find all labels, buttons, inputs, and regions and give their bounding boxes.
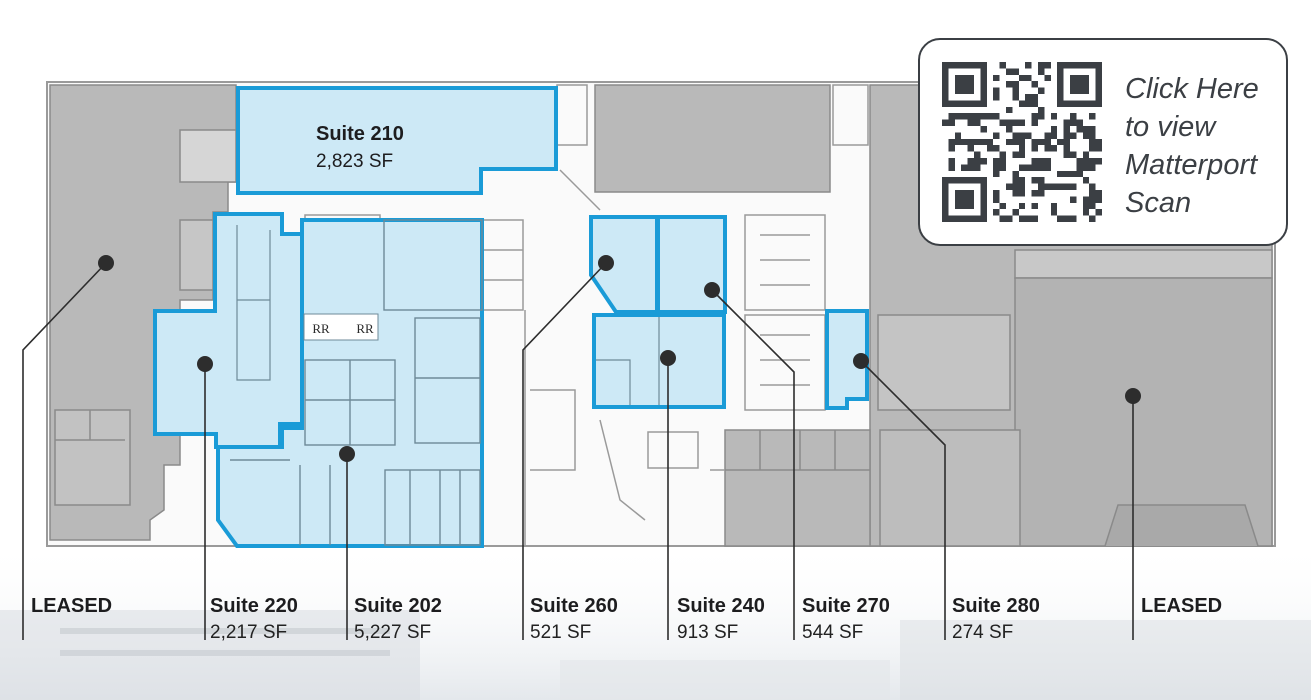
dot-leased-east [1125, 388, 1141, 404]
suite-260-label[interactable]: Suite 260 521 SF [530, 596, 618, 642]
background-building-photo [0, 540, 1311, 700]
suite-220-label[interactable]: Suite 220 2,217 SF [210, 596, 298, 642]
suite-280-label[interactable]: Suite 280 274 SF [952, 596, 1040, 642]
leader-leased-west [22, 262, 107, 640]
dot-suite-260 [598, 255, 614, 271]
suite-240-area: 913 SF [677, 622, 739, 643]
restroom-label-2: RR [356, 321, 374, 336]
marker-dots [98, 255, 1141, 462]
suite-270-shape[interactable] [656, 215, 727, 314]
leased-west-area [49, 84, 237, 541]
dot-suite-270 [704, 282, 720, 298]
qr-text-line-3: Matterport [1125, 149, 1258, 181]
leased-west-name: LEASED [31, 595, 113, 617]
leader-lines [22, 262, 1134, 640]
leased-east-label[interactable]: LEASED [1141, 596, 1222, 616]
qr-text-line-2: to view [1125, 111, 1216, 143]
dot-suite-202 [339, 446, 355, 462]
suite-220-area: 2,217 SF [210, 622, 288, 643]
suite-220-name: Suite 220 [210, 595, 298, 617]
suite-210-label[interactable]: Suite 210 2,823 SF [316, 123, 404, 173]
suite-240-walls [596, 317, 660, 405]
suite-280-name: Suite 280 [952, 595, 1040, 617]
suite-202-name: Suite 202 [354, 595, 442, 617]
restroom-label-1: RR [312, 321, 330, 336]
suite-202-walls [230, 219, 483, 546]
suite-210-area: 2,823 SF [316, 151, 394, 172]
suite-270-name: Suite 270 [802, 595, 890, 617]
dot-suite-240 [660, 350, 676, 366]
leased-east-name: LEASED [1141, 595, 1223, 617]
suite-210-shape[interactable] [236, 86, 558, 195]
suite-210-name: Suite 210 [316, 123, 404, 145]
suite-280-shape[interactable] [825, 309, 869, 410]
suite-202-label[interactable]: Suite 202 5,227 SF [354, 596, 442, 642]
qr-code-icon[interactable] [942, 62, 1102, 222]
matterport-link-text[interactable]: Click Here to view Matterport Scan [1125, 70, 1259, 222]
suite-220-walls [236, 225, 271, 381]
suite-240-label[interactable]: Suite 240 913 SF [677, 596, 765, 642]
suite-240-name: Suite 240 [677, 595, 765, 617]
suite-270-area: 544 SF [802, 622, 864, 643]
suite-280-area: 274 SF [952, 622, 1014, 643]
suite-260-shape[interactable] [589, 215, 659, 314]
qr-text-line-4: Scan [1125, 187, 1192, 219]
dot-leased-west [98, 255, 114, 271]
leader-suite-270 [711, 289, 795, 640]
matterport-qr-card[interactable]: Click Here to view Matterport Scan [918, 38, 1288, 246]
restroom-block [303, 313, 379, 341]
suite-202-area: 5,227 SF [354, 622, 432, 643]
leader-suite-280 [860, 360, 946, 640]
leader-suite-260 [522, 262, 607, 640]
suite-260-name: Suite 260 [530, 595, 618, 617]
qr-text-line-1: Click Here [1125, 73, 1259, 105]
dot-suite-280 [853, 353, 869, 369]
suite-260-area: 521 SF [530, 622, 592, 643]
dot-suite-220 [197, 356, 213, 372]
leased-west-label[interactable]: LEASED [31, 596, 112, 616]
suite-270-label[interactable]: Suite 270 544 SF [802, 596, 890, 642]
